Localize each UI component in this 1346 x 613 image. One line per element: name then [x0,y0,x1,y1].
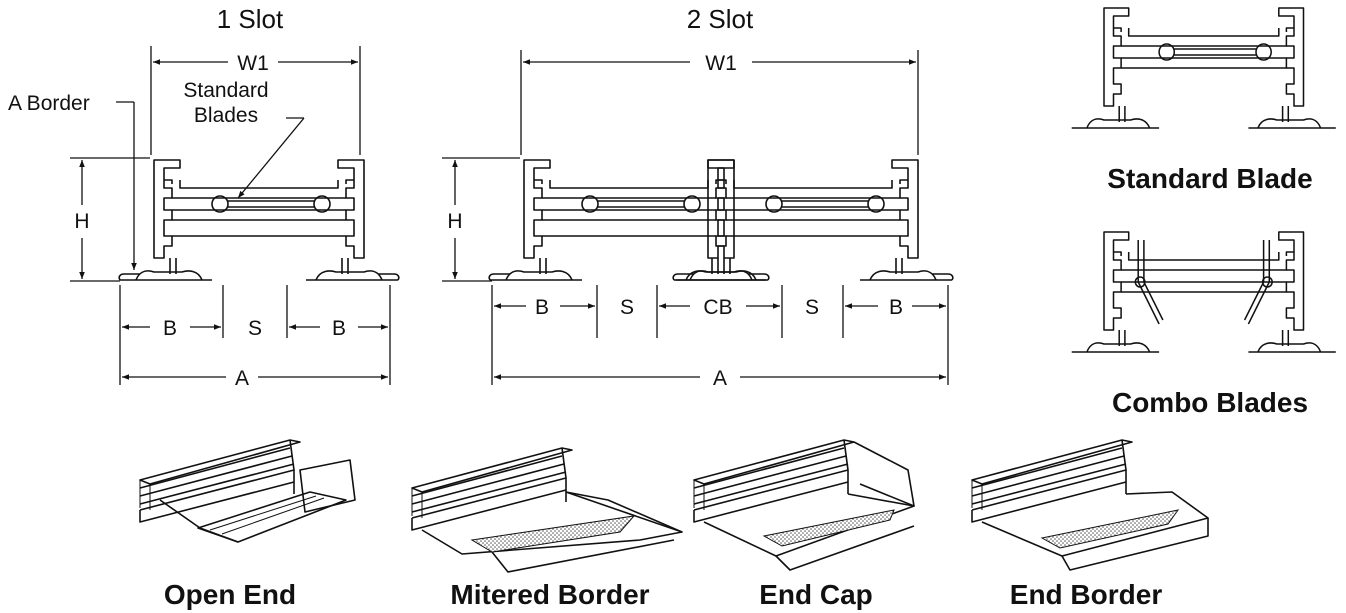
standard-blades-label-line2: Blades [194,104,258,127]
mitered-border-caption: Mitered Border [450,579,649,610]
end-border-illustration [971,439,1209,571]
open-end-caption: Open End [164,579,296,610]
two-slot-cb-label: CB [703,296,732,319]
one-slot-w1-label: W1 [237,52,269,75]
two-slot-s-right-label: S [805,296,819,319]
a-border-label: A Border [8,92,90,115]
one-slot-s-label: S [248,317,262,340]
end-cap-illustration [693,439,915,571]
two-slot-h-label: H [447,210,462,233]
two-slot-drawing: 2 Slot W1 H B S CB S B [442,4,953,390]
two-slot-a-label: A [713,367,727,390]
end-cap-caption: End Cap [759,579,873,610]
two-slot-b-left-label: B [535,296,549,319]
one-slot-b-left-label: B [163,317,177,340]
mitered-border-illustration [411,447,683,573]
two-slot-title: 2 Slot [687,4,754,34]
standard-blade-caption: Standard Blade [1107,163,1312,194]
one-slot-drawing: 1 Slot W1 A Border Standard Blades H B S [8,4,399,390]
one-slot-b-right-label: B [332,317,346,340]
two-slot-s-left-label: S [620,296,634,319]
open-end-illustration [139,439,356,543]
one-slot-a-label: A [235,367,249,390]
combo-blades-caption: Combo Blades [1112,387,1308,418]
two-slot-w1-label: W1 [705,52,737,75]
combo-blades-detail: Combo Blades [1071,231,1336,418]
standard-blade-detail: Standard Blade [1071,7,1336,194]
two-slot-b-right-label: B [889,296,903,319]
one-slot-h-label: H [74,210,89,233]
end-border-caption: End Border [1010,579,1163,610]
standard-blades-label-line1: Standard [183,79,268,102]
one-slot-title: 1 Slot [217,4,284,34]
